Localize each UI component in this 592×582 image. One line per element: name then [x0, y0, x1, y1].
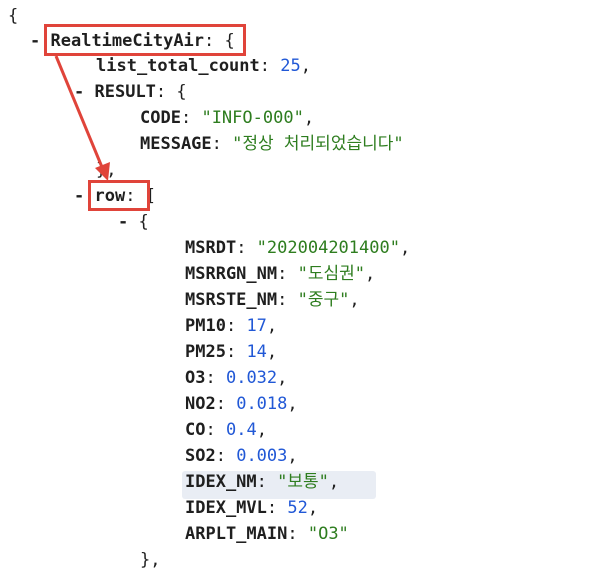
key-idex-mvl: IDEX_MVL — [185, 498, 267, 518]
key-list-total-count: list_total_count — [96, 56, 260, 76]
key-msrrgn-nm: MSRRGN_NM — [185, 264, 278, 284]
key-arplt-main: ARPLT_MAIN — [185, 524, 288, 544]
key-msrste-nm: MSRSTE_NM — [185, 290, 278, 310]
value-msrste-nm: "중구" — [297, 290, 350, 310]
annotation-box-row — [88, 180, 150, 211]
key-code: CODE — [140, 108, 181, 128]
field-line-pm10: PM10: 17, — [185, 316, 278, 336]
value-idex-nm: "보통" — [277, 472, 329, 492]
field-line-o3: O3: 0.032, — [185, 368, 288, 388]
result-line: - RESULT: { — [74, 82, 187, 102]
row-item-open-line: - { — [118, 212, 149, 232]
key-row: row — [94, 186, 126, 206]
key-msrdt: MSRDT — [185, 238, 237, 258]
field-line-idex-nm: IDEX_NM: "보통", — [185, 472, 340, 492]
message-line: MESSAGE: "정상 처리되었습니다" — [140, 134, 404, 154]
key-idex-nm: IDEX_NM — [185, 472, 257, 492]
open-brace: { — [8, 6, 19, 26]
collapse-toggle-row[interactable]: - — [74, 186, 85, 206]
value-list-total-count: 25 — [280, 56, 301, 76]
field-line-co: CO: 0.4, — [185, 420, 267, 440]
key-co: CO — [185, 420, 206, 440]
key-no2: NO2 — [185, 394, 216, 414]
value-o3: 0.032 — [225, 368, 278, 388]
key-message: MESSAGE — [140, 134, 212, 154]
value-msrdt: "202004201400" — [256, 238, 400, 258]
value-so2: 0.003 — [236, 446, 288, 466]
value-code: "INFO-000" — [201, 108, 304, 128]
row-line: - row: [ — [74, 186, 156, 206]
field-line-no2: NO2: 0.018, — [185, 394, 298, 414]
arrow-line — [54, 55, 106, 173]
row-item-close: }, — [140, 550, 161, 570]
value-pm10: 17 — [246, 316, 267, 336]
value-pm25: 14 — [246, 342, 267, 362]
key-pm10: PM10 — [185, 316, 226, 336]
field-line-msrdt: MSRDT: "202004201400", — [185, 238, 411, 258]
key-o3: O3 — [185, 368, 206, 388]
highlighted-row — [182, 471, 376, 499]
value-no2: 0.018 — [236, 394, 288, 414]
field-line-pm25: PM25: 14, — [185, 342, 278, 362]
field-line-arplt-main: ARPLT_MAIN: "O3" — [185, 524, 349, 544]
list-total-count-line: list_total_count: 25, — [96, 56, 311, 76]
value-message: "정상 처리되었습니다" — [232, 134, 404, 154]
value-co: 0.4 — [225, 420, 257, 440]
annotation-box-realtimecityair — [44, 24, 246, 56]
field-line-msrrgn-nm: MSRRGN_NM: "도심권", — [185, 264, 376, 284]
collapse-toggle-result[interactable]: - — [74, 82, 85, 102]
collapse-toggle-root[interactable]: - — [30, 31, 41, 51]
key-result: RESULT — [94, 82, 156, 102]
value-idex-mvl: 52 — [287, 498, 308, 518]
value-msrrgn-nm: "도심권" — [297, 264, 365, 284]
field-line-so2: SO2: 0.003, — [185, 446, 298, 466]
field-line-msrste-nm: MSRSTE_NM: "중구", — [185, 290, 360, 310]
root-line: - RealtimeCityAir: { — [30, 31, 235, 51]
key-so2: SO2 — [185, 446, 216, 466]
arrow-head — [95, 162, 110, 181]
key-realtimecityair: RealtimeCityAir — [50, 31, 205, 51]
field-line-idex-mvl: IDEX_MVL: 52, — [185, 498, 319, 518]
collapse-toggle-row-item[interactable]: - — [118, 212, 129, 232]
value-arplt-main: "O3" — [307, 524, 349, 544]
key-pm25: PM25 — [185, 342, 226, 362]
code-line: CODE: "INFO-000", — [140, 108, 315, 128]
